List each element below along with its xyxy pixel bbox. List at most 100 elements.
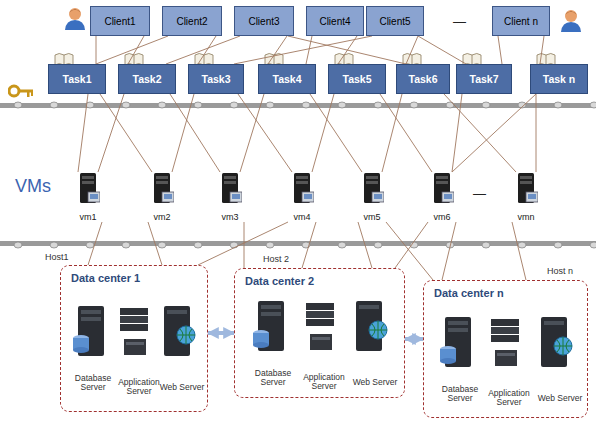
- node-text: vm6: [433, 212, 450, 222]
- connector-line: [536, 94, 537, 172]
- node-text: Data center 2: [235, 269, 404, 287]
- connector-line: [96, 36, 97, 64]
- datacenter-link: [208, 331, 234, 335]
- connector-line: [406, 36, 418, 64]
- server-label-node: Web Server: [534, 373, 586, 403]
- connector-line: [452, 94, 462, 172]
- node-text: vmn: [517, 212, 534, 222]
- node-text: Client1: [104, 16, 135, 27]
- layer-label: VMs: [14, 176, 52, 197]
- vm-node: vmn: [506, 172, 546, 222]
- datacenter-server-icons: [73, 301, 572, 367]
- node-text: Web Server: [160, 383, 205, 392]
- host-label: Host1: [44, 252, 70, 262]
- server-label-node: Application Server: [113, 366, 165, 396]
- connector-line: [148, 222, 162, 265]
- node-text: Client3: [248, 16, 279, 27]
- node-text: Application Server: [113, 378, 165, 396]
- vm-node: vm4: [282, 172, 322, 222]
- connector-line: [170, 94, 220, 172]
- connector-line: [540, 36, 544, 64]
- node-text: Task5: [343, 73, 372, 85]
- node-text: Task4: [273, 73, 302, 85]
- connector-line: [128, 36, 144, 64]
- task-box: Task3: [188, 64, 244, 94]
- connector-line: [358, 222, 372, 268]
- node-text: Application Server: [482, 389, 536, 407]
- server-label-node: Database Server: [65, 362, 121, 392]
- connector-line: [302, 222, 316, 268]
- node-text: Client n: [504, 16, 538, 27]
- datacenter-box: Data center 1 Database ServerApplication …: [60, 265, 208, 412]
- vm-node: vm1: [68, 172, 108, 222]
- connector-line: [96, 36, 168, 64]
- node-text: Database Server: [245, 369, 301, 387]
- task-box: Task4: [258, 64, 316, 94]
- host-label: Host n: [546, 266, 574, 276]
- node-text: Web Server: [538, 394, 583, 403]
- node-text: Database Server: [432, 385, 488, 403]
- node-text: Data center 1: [61, 266, 207, 284]
- node-text: Client4: [319, 16, 350, 27]
- connector-line: [380, 94, 432, 172]
- task-box: Task n: [530, 64, 588, 94]
- vm-node: vm5: [352, 172, 392, 222]
- node-text: Application Server: [297, 373, 351, 391]
- connector-line: [238, 94, 292, 172]
- connector-line: [382, 94, 402, 172]
- datacenter-box: Data center 2 Database ServerApplication …: [234, 268, 405, 398]
- connector-line: [442, 222, 456, 280]
- connector-line: [88, 222, 102, 265]
- node-text: Task n: [543, 73, 575, 85]
- vm-node: vm2: [142, 172, 182, 222]
- server-label-node: Database Server: [432, 373, 488, 403]
- connector-line: [98, 94, 124, 172]
- datacenter-box: Data center n Database ServerApplication …: [423, 280, 588, 418]
- server-label-node: Database Server: [245, 357, 301, 387]
- node-text: Task7: [470, 73, 499, 85]
- connector-line: [310, 94, 362, 172]
- task-box: Task6: [396, 64, 450, 94]
- connector-line: [452, 94, 536, 172]
- connector-line: [498, 36, 502, 64]
- connector-line: [288, 36, 406, 64]
- node-text: vm4: [293, 212, 310, 222]
- node-text: Client2: [176, 16, 207, 27]
- server-label-node: Web Server: [349, 357, 401, 387]
- client-box: Client3: [234, 6, 294, 36]
- connector-line: [444, 94, 516, 172]
- client-box: Client n: [492, 6, 550, 36]
- task-box: Task5: [328, 64, 386, 94]
- connector-line: [78, 94, 88, 172]
- key-icon: [9, 86, 33, 97]
- connector-line: [386, 222, 433, 280]
- connector-line: [306, 36, 312, 64]
- node-text: vm2: [153, 212, 170, 222]
- node-text: Data center n: [424, 281, 587, 299]
- task-box: Task1: [48, 64, 106, 94]
- node-text: vm5: [363, 212, 380, 222]
- node-text: Database Server: [65, 374, 121, 392]
- client-box: Client2: [162, 6, 222, 36]
- node-text: Web Server: [353, 378, 398, 387]
- host-label: Host 2: [262, 254, 290, 264]
- node-text: vm3: [221, 212, 238, 222]
- vm-server-icons: [80, 173, 538, 203]
- node-text: Client5: [379, 16, 410, 27]
- datacenter-link: [405, 337, 423, 341]
- node-text: Task1: [63, 73, 92, 85]
- connector-line: [100, 94, 152, 172]
- node-text: Task6: [409, 73, 438, 85]
- node-text: vm1: [79, 212, 96, 222]
- dash-separator: —: [452, 14, 467, 29]
- task-box: Task7: [456, 64, 512, 94]
- client-box: Client5: [366, 6, 424, 36]
- network-bar: [0, 239, 596, 249]
- client-box: Client1: [90, 6, 150, 36]
- server-label-node: Web Server: [157, 362, 207, 392]
- connector-line: [395, 222, 428, 268]
- network-bar: [0, 101, 596, 111]
- connector-line: [198, 36, 216, 64]
- node-text: Task3: [202, 73, 231, 85]
- connector-line: [244, 222, 245, 268]
